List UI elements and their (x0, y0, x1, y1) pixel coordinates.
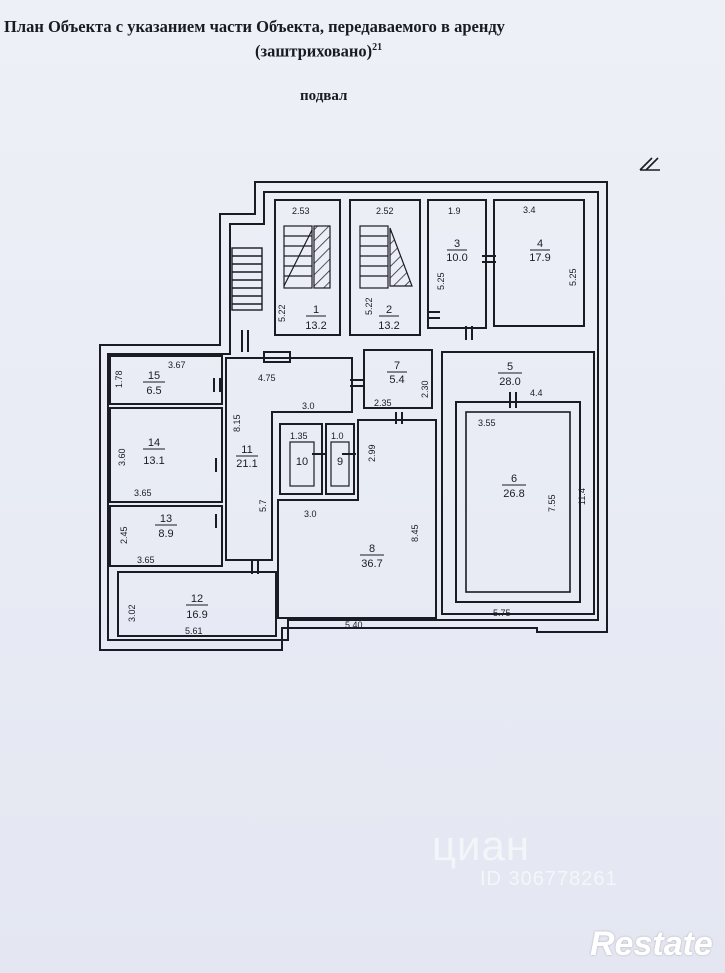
watermark-logo: циан (432, 822, 531, 869)
room-7-number: 7 (394, 360, 400, 372)
room-3-area: 10.0 (446, 252, 467, 264)
dim-1-78: 1.78 (114, 370, 124, 388)
title-line-2-text: (заштриховано) (255, 41, 373, 61)
room-12-number: 12 (191, 593, 203, 605)
title-line-2: (заштриховано)21 (255, 37, 382, 62)
dim-3-65-lower: 3.65 (137, 555, 155, 565)
dim-2-45: 2.45 (119, 526, 129, 544)
dim-3-55: 3.55 (478, 418, 496, 428)
dim-5-25-left: 5.25 (436, 272, 446, 290)
dim-3-0-top: 3.0 (302, 401, 315, 411)
dim-3-02: 3.02 (127, 604, 137, 622)
room-5 (441, 351, 595, 615)
room-6-number: 6 (511, 473, 517, 485)
room-8 (277, 419, 437, 619)
dim-3-4: 3.4 (523, 205, 536, 215)
room-13-number: 13 (160, 513, 172, 525)
room-6 (455, 401, 581, 603)
watermark-id: ID 306778261 (480, 868, 618, 890)
dim-1-0: 1.0 (331, 431, 344, 441)
door-marks (213, 255, 517, 574)
dim-5-22-left: 5.22 (277, 304, 287, 322)
dim-5-61: 5.61 (185, 626, 203, 636)
dim-5-40: 5.40 (345, 620, 363, 630)
dimension-labels: 2.53 2.52 1.9 3.4 5.22 5.22 5.25 5.25 3.… (114, 205, 587, 636)
dim-5-25-right: 5.25 (568, 268, 578, 286)
room-13-area: 8.9 (158, 528, 173, 540)
room-14 (109, 407, 223, 503)
floor-label: подвал (300, 88, 348, 104)
room-10-number: 10 (296, 456, 308, 468)
room-labels: 1 13.2 2 13.2 3 10.0 4 17.9 5 28.0 6 26.… (143, 238, 551, 621)
room-11 (225, 357, 353, 561)
room-15-area: 6.5 (146, 385, 161, 397)
dim-3-67: 3.67 (168, 360, 186, 370)
title-line-1: План Объекта с указанием части Объекта, … (4, 17, 505, 36)
room-7-area: 5.4 (389, 374, 404, 386)
room-3-number: 3 (454, 238, 460, 250)
dim-5-22-right: 5.22 (364, 297, 374, 315)
brand-logo: Restate (590, 925, 713, 963)
room-14-number: 14 (148, 437, 160, 449)
dim-7-55: 7.55 (547, 494, 557, 512)
dim-1-35: 1.35 (290, 431, 308, 441)
room-9-number: 9 (337, 456, 343, 468)
room-12-area: 16.9 (186, 609, 207, 621)
room-11-area: 21.1 (236, 458, 257, 470)
dim-3-60: 3.60 (117, 448, 127, 466)
dim-2-35: 2.35 (374, 398, 392, 408)
dim-2-30: 2.30 (420, 380, 430, 398)
dim-11-4: 11.4 (577, 488, 587, 505)
dim-2-52: 2.52 (376, 206, 394, 216)
room-1-area: 13.2 (305, 320, 326, 332)
room-5-area: 28.0 (499, 376, 520, 388)
room-2 (349, 199, 421, 336)
dim-5-7: 5.7 (258, 499, 268, 512)
title-footnote: 21 (372, 42, 383, 53)
dim-3-0-mid: 3.0 (304, 509, 317, 519)
dim-4-4: 4.4 (530, 388, 543, 398)
north-arrow-icon (639, 157, 660, 171)
room-3 (427, 199, 487, 329)
dim-8-15: 8.15 (232, 414, 242, 432)
dim-2-53: 2.53 (292, 206, 310, 216)
outer-wall (99, 181, 608, 651)
room-4-number: 4 (537, 238, 543, 250)
dim-4-75: 4.75 (258, 373, 276, 383)
room-9 (325, 423, 355, 495)
room-8-area: 36.7 (361, 558, 382, 570)
dim-3-65-upper: 3.65 (134, 488, 152, 498)
entry-stair (231, 247, 263, 311)
room-1 (274, 199, 341, 336)
dim-1-9: 1.9 (448, 206, 461, 216)
room-11-number: 11 (241, 444, 252, 456)
dim-8-45: 8.45 (410, 524, 420, 542)
room-1-number: 1 (313, 304, 319, 316)
room-10 (279, 423, 323, 495)
room-15-number: 15 (148, 370, 160, 382)
room-14-area: 13.1 (143, 455, 164, 467)
room-5-number: 5 (507, 361, 513, 373)
room-12 (117, 571, 277, 637)
room-2-number: 2 (386, 304, 392, 316)
room-2-area: 13.2 (378, 320, 399, 332)
room-15 (109, 355, 223, 405)
room-4-area: 17.9 (529, 252, 550, 264)
dim-2-99: 2.99 (367, 444, 377, 462)
room-6-area: 26.8 (503, 488, 524, 500)
room-8-number: 8 (369, 543, 375, 555)
room-13 (109, 505, 223, 567)
dim-5-75: 5.75 (493, 608, 511, 618)
